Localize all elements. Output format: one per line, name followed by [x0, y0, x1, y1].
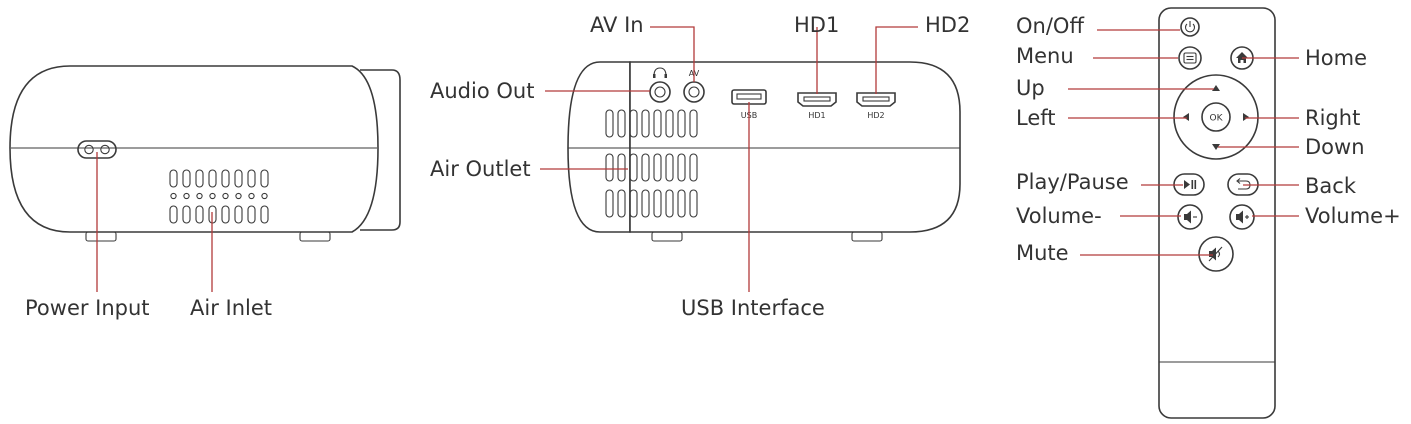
vent-slot: [689, 189, 698, 218]
vent-slot: [677, 189, 686, 218]
label-menu: Menu: [1016, 44, 1074, 68]
label-home: Home: [1305, 46, 1367, 70]
label-hd2: HD2: [925, 13, 970, 37]
vent-slot: [260, 169, 269, 188]
vent-slot: [653, 189, 662, 218]
vent-slot: [689, 109, 698, 138]
vent-slot: [195, 169, 204, 188]
vent-slot: [689, 153, 698, 182]
remote-control: OK: [1158, 7, 1276, 419]
ok-button-label: OK: [1210, 114, 1224, 124]
label-up: Up: [1016, 76, 1045, 100]
label-back: Back: [1305, 174, 1357, 198]
vent-slot: [182, 205, 191, 224]
volume-up-button: [1229, 204, 1255, 230]
play-pause-icon: [1184, 180, 1197, 189]
vent-slot: [653, 153, 662, 182]
label-right: Right: [1305, 106, 1360, 130]
vent-hole: [261, 192, 268, 200]
hdmi-port-2: [856, 92, 896, 107]
vent-slot: [234, 169, 243, 188]
vent-slot: [629, 189, 638, 218]
label-av-in: AV In: [590, 13, 644, 37]
vent-slot: [234, 205, 243, 224]
volume-down-icon: [1184, 210, 1197, 224]
volume-down-button: [1177, 204, 1203, 230]
vent-slot: [605, 109, 614, 138]
air-inlet-grille: [169, 169, 269, 224]
label-power-input: Power Input: [25, 296, 150, 320]
vent-hole: [235, 192, 242, 200]
label-air-inlet: Air Inlet: [190, 296, 272, 320]
vent-slot: [629, 109, 638, 138]
menu-button: [1178, 46, 1202, 70]
projector-back-view: AV USB HD1 HD2: [567, 61, 961, 242]
label-air-outlet: Air Outlet: [430, 157, 531, 181]
vent-slot: [629, 153, 638, 182]
vent-hole: [170, 192, 177, 200]
mute-icon: [1208, 246, 1223, 262]
vent-slot: [617, 109, 626, 138]
left-arrow-icon: [1183, 113, 1189, 121]
vent-slot: [221, 205, 230, 224]
volume-up-icon: [1236, 210, 1249, 224]
air-outlet-grille: [605, 109, 698, 218]
vent-slot: [641, 109, 650, 138]
vent-slot: [208, 169, 217, 188]
vent-slot: [169, 169, 178, 188]
right-arrow-icon: [1243, 113, 1249, 121]
vent-hole: [183, 192, 190, 200]
vent-slot: [641, 189, 650, 218]
vent-slot: [641, 153, 650, 182]
power-icon: [1184, 21, 1196, 33]
mute-button: [1198, 236, 1234, 272]
vent-slot: [221, 169, 230, 188]
vent-hole: [248, 192, 255, 200]
vent-slot: [195, 205, 204, 224]
headphone-icon: [653, 67, 667, 78]
vent-slot: [182, 169, 191, 188]
label-left: Left: [1016, 106, 1056, 130]
down-arrow-icon: [1212, 144, 1220, 150]
port-mark-hd1: HD1: [808, 111, 825, 120]
label-volume-plus: Volume+: [1305, 204, 1401, 228]
vent-slot: [665, 189, 674, 218]
vent-slot: [617, 189, 626, 218]
vent-hole: [209, 192, 216, 200]
menu-icon: [1183, 52, 1197, 64]
label-hd1: HD1: [794, 13, 839, 37]
vent-slot: [605, 153, 614, 182]
label-on-off: On/Off: [1016, 14, 1084, 38]
vent-slot: [617, 153, 626, 182]
projector-side-view: [9, 65, 401, 242]
label-audio-out: Audio Out: [430, 79, 534, 103]
vent-hole: [196, 192, 203, 200]
label-usb-interface: USB Interface: [681, 296, 825, 320]
power-button: [1180, 17, 1200, 37]
audio-out-jack: [649, 81, 671, 103]
hdmi-port-1: [797, 92, 837, 107]
vent-slot: [677, 109, 686, 138]
label-play-pause: Play/Pause: [1016, 170, 1129, 194]
vent-hole: [222, 192, 229, 200]
vent-slot: [677, 153, 686, 182]
vent-slot: [653, 109, 662, 138]
vent-slot: [665, 153, 674, 182]
label-mute: Mute: [1016, 241, 1069, 265]
vent-slot: [605, 189, 614, 218]
vent-slot: [247, 205, 256, 224]
vent-slot: [247, 169, 256, 188]
vent-slot: [260, 205, 269, 224]
label-down: Down: [1305, 135, 1365, 159]
label-volume-minus: Volume-: [1016, 204, 1102, 228]
vent-slot: [665, 109, 674, 138]
vent-slot: [169, 205, 178, 224]
port-mark-hd2: HD2: [867, 111, 884, 120]
